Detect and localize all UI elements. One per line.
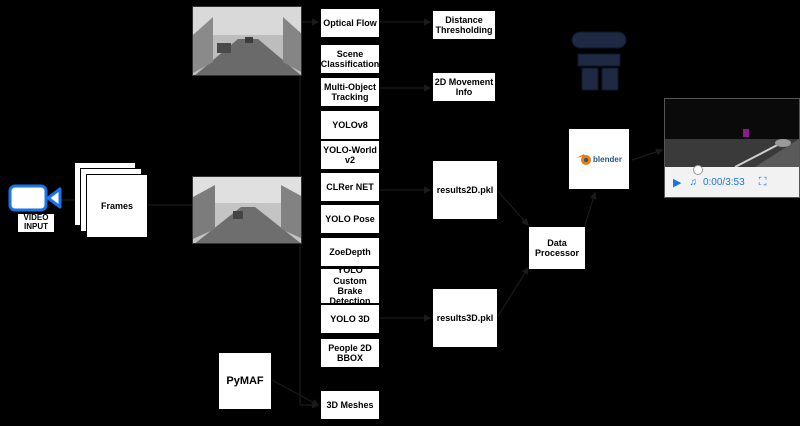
module-yolo-custom-brake-detection: YOLO Custom Brake Detection [320, 265, 380, 306]
frames-box: Frames [86, 174, 148, 238]
module-yolo-world-v2: YOLO-World v2 [320, 140, 380, 170]
data-processor-box: Data Processor [528, 226, 586, 270]
module-optical-flow: Optical Flow [320, 8, 380, 38]
cloud-icon [566, 26, 632, 94]
module-multi-object-tracking: Multi-Object Tracking [320, 77, 380, 107]
seek-handle[interactable] [693, 165, 703, 175]
module-yolo-pose: YOLO Pose [320, 204, 380, 234]
video-frame [665, 99, 799, 167]
video-camera-icon [8, 184, 62, 212]
module-yolo-3d: YOLO 3D [320, 304, 380, 334]
module-clrer-net: CLRer NET [320, 172, 380, 202]
street-photo-top [192, 6, 302, 76]
module-people-2d-bbox: People 2D BBOX [320, 338, 380, 368]
time-display: 0:00/3:53 [702, 176, 745, 188]
movement-info-box: 2D Movement Info [432, 72, 496, 102]
blender-box: blender [568, 128, 630, 190]
distance-thresholding-box: Distance Thresholding [432, 10, 496, 40]
results2d-box: results2D.pkl [432, 160, 498, 220]
video-input: VIDEO INPUT [8, 182, 64, 238]
module-scene-classification: Scene Classification [320, 44, 380, 74]
play-icon[interactable]: ▶ [673, 176, 682, 189]
results3d-box: results3D.pkl [432, 288, 498, 348]
pymaf-box: PyMAF [218, 352, 272, 410]
blender-logo-icon [576, 154, 592, 165]
module-yolov8: YOLOv8 [320, 110, 380, 140]
volume-icon[interactable]: ♫ [689, 176, 697, 188]
player-controls: ▶ ♫ 0:00/3:53 ⛶ [665, 167, 799, 197]
fullscreen-icon[interactable]: ⛶ [758, 175, 767, 188]
module-zoedepth: ZoeDepth [320, 237, 380, 267]
video-input-label: VIDEO INPUT [18, 213, 54, 232]
video-player[interactable]: ▶ ♫ 0:00/3:53 ⛶ [664, 98, 800, 198]
street-photo-middle [192, 176, 302, 244]
frames-label: Frames [100, 200, 134, 211]
module-3d-meshes: 3D Meshes [320, 390, 380, 420]
blender-label: blender [593, 154, 622, 164]
